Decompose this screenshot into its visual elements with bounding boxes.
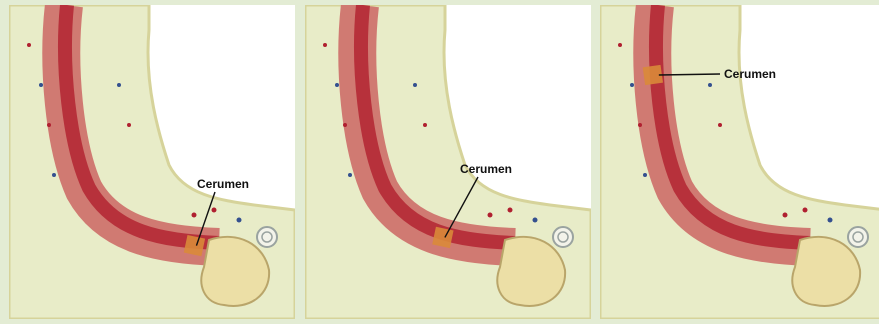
- panel-3: Cerumen: [600, 5, 879, 319]
- panel-1: Cerumen: [9, 5, 295, 319]
- cerumen-label: Cerumen: [460, 162, 512, 176]
- ear-canal-illustration-2: Cerumen: [305, 5, 591, 319]
- cerumen-label: Cerumen: [724, 67, 776, 81]
- ear-canal-illustration-1: Cerumen: [9, 5, 295, 319]
- panel-2: Cerumen: [305, 5, 591, 319]
- cerumen-blob: [432, 227, 453, 248]
- cerumen-blob: [184, 235, 205, 256]
- ear-canal-illustration-3: Cerumen: [600, 5, 879, 319]
- cerumen-label: Cerumen: [197, 177, 249, 191]
